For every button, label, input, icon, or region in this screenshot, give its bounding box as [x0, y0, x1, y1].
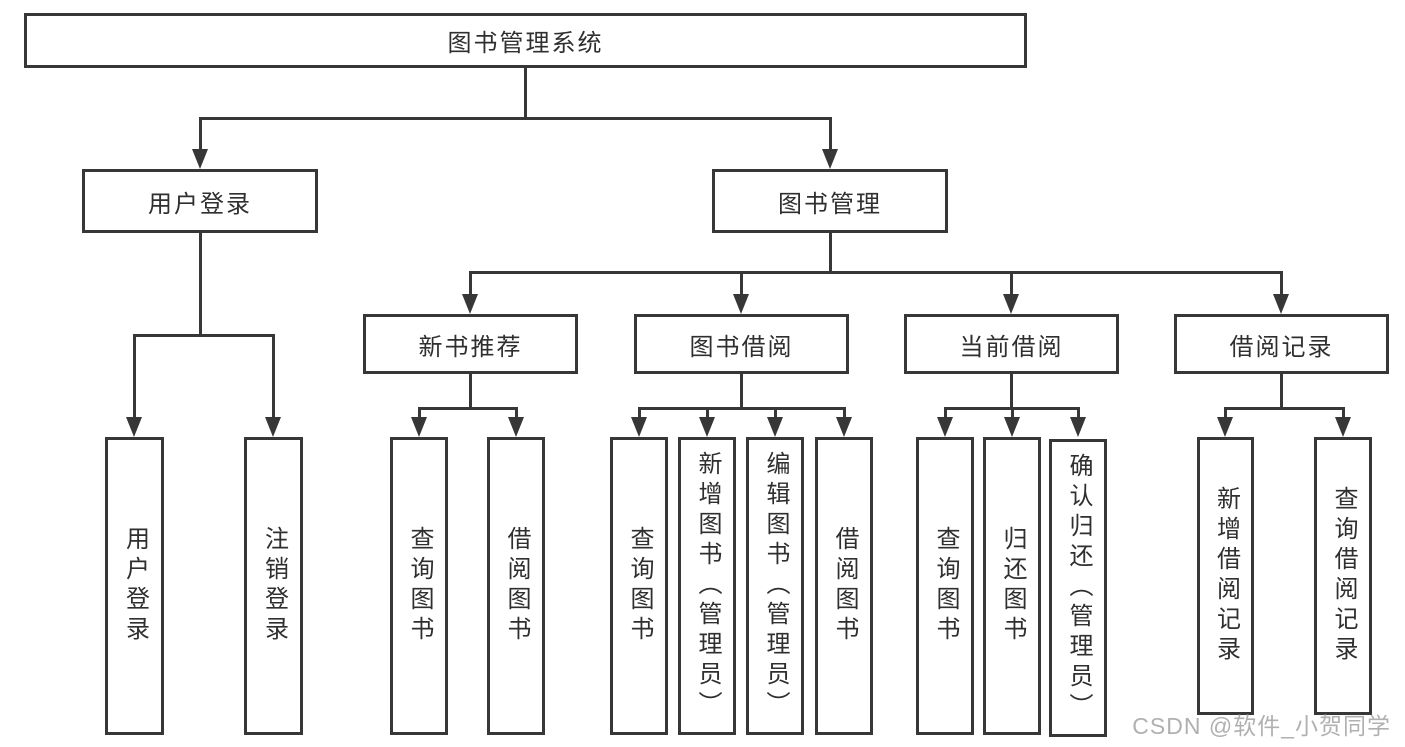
connector-line [1009, 374, 1013, 410]
leaf-add-borrow-record: 新增借阅记录 [1197, 437, 1254, 715]
connector-line [637, 406, 846, 410]
connector-arrowhead [699, 417, 715, 437]
connector-line [637, 408, 641, 420]
node-book-management: 图书管理 [712, 169, 948, 233]
connector-arrowhead [411, 417, 427, 437]
csdn-watermark: CSDN @软件_小贺同学 [1132, 713, 1391, 739]
connector-arrowhead [733, 294, 749, 314]
node-user-login: 用户登录 [82, 169, 318, 233]
connector-line [943, 408, 947, 420]
connector-line [417, 408, 421, 420]
connector-arrowhead [1070, 417, 1086, 437]
connector-line [198, 233, 202, 337]
connector-line [468, 272, 472, 297]
connector-line [773, 408, 777, 420]
connector-line [132, 333, 275, 337]
connector-line [417, 406, 518, 410]
connector-line [523, 68, 527, 120]
connector-arrowhead [1004, 417, 1020, 437]
node-book-borrowing: 图书借阅 [634, 314, 849, 374]
leaf-borrow-books: 借阅图书 [815, 437, 873, 735]
leaf-logout: 注销登录 [244, 437, 303, 735]
connector-line [132, 335, 136, 420]
leaf-query-books-borrow: 查询图书 [610, 437, 668, 735]
node-root-library-system: 图书管理系统 [24, 13, 1027, 68]
connector-line [468, 374, 472, 410]
connector-line [828, 118, 832, 152]
connector-line [1341, 408, 1345, 420]
connector-line [842, 408, 846, 420]
leaf-user-login: 用户登录 [105, 437, 164, 735]
connector-arrowhead [462, 294, 478, 314]
connector-line [1010, 408, 1014, 420]
connector-line [739, 272, 743, 297]
connector-line [828, 233, 832, 274]
leaf-confirm-return-admin: 确认归还（管理员） [1049, 439, 1107, 737]
connector-line [1223, 406, 1345, 410]
connector-line [198, 118, 202, 152]
connector-line [271, 335, 275, 420]
connector-arrowhead [126, 417, 142, 437]
leaf-query-books-current: 查询图书 [916, 437, 974, 735]
connector-line [739, 374, 743, 410]
node-borrow-records: 借阅记录 [1174, 314, 1389, 374]
leaf-edit-book-admin: 编辑图书（管理员） [746, 437, 804, 735]
connector-arrowhead [631, 417, 647, 437]
node-new-book-recommend: 新书推荐 [363, 314, 578, 374]
connector-line [198, 116, 832, 120]
connector-arrowhead [767, 417, 783, 437]
connector-line [1076, 408, 1080, 420]
connector-line [468, 270, 1283, 274]
leaf-query-books-recommend: 查询图书 [390, 437, 448, 735]
leaf-add-book-admin: 新增图书（管理员） [678, 437, 736, 735]
connector-line [1223, 408, 1227, 420]
connector-line [705, 408, 709, 420]
leaf-query-borrow-record: 查询借阅记录 [1314, 437, 1372, 715]
connector-line [943, 406, 1080, 410]
connector-line [1009, 272, 1013, 297]
connector-arrowhead [937, 417, 953, 437]
connector-arrowhead [1335, 417, 1351, 437]
node-current-borrowing: 当前借阅 [904, 314, 1119, 374]
connector-line [1279, 374, 1283, 410]
connector-arrowhead [265, 417, 281, 437]
connector-arrowhead [836, 417, 852, 437]
connector-line [1279, 272, 1283, 297]
leaf-return-books: 归还图书 [983, 437, 1041, 735]
connector-arrowhead [1003, 294, 1019, 314]
connector-arrowhead [1217, 417, 1233, 437]
connector-line [514, 408, 518, 420]
connector-arrowhead [192, 149, 208, 169]
connector-arrowhead [508, 417, 524, 437]
connector-arrowhead [822, 149, 838, 169]
leaf-borrow-books-recommend: 借阅图书 [487, 437, 545, 735]
connector-arrowhead [1273, 294, 1289, 314]
